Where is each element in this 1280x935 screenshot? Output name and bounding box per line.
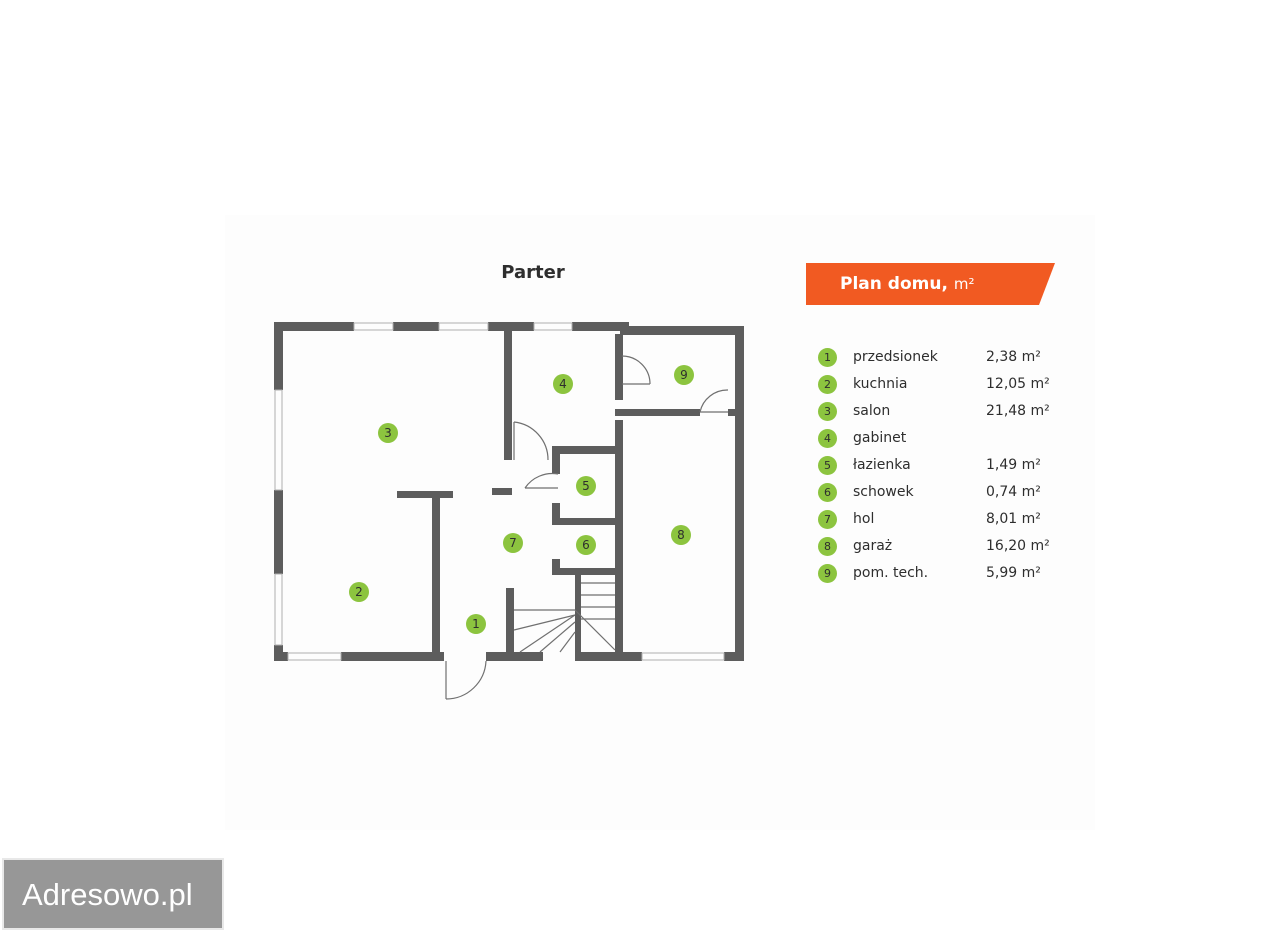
svg-text:3: 3 [384,426,392,440]
legend-item-area: 8,01 m² [986,511,1041,527]
windows [274,322,725,661]
legend-item-name: pom. tech. [853,565,929,581]
legend-item: 7 hol 8,01 m² [818,509,1050,536]
svg-text:2: 2 [355,585,363,599]
legend-banner [806,263,1055,305]
legend-item-marker: 3 [818,402,837,421]
svg-text:1: 1 [472,617,480,631]
room-marker-7: 7 [503,533,523,553]
svg-text:4: 4 [559,377,567,391]
legend-item-area: 5,99 m² [986,565,1041,581]
watermark-text: Adresowo.pl [22,877,193,912]
watermark-badge: Adresowo.pl [2,858,224,930]
legend-item: 8 garaż 16,20 m² [818,536,1050,563]
legend-item-name: schowek [853,484,914,500]
legend-item-area: 2,38 m² [986,349,1041,365]
room-marker-2: 2 [349,582,369,602]
svg-text:6: 6 [582,538,590,552]
room-marker-1: 1 [466,614,486,634]
legend-item: 2 kuchnia 12,05 m² [818,374,1050,401]
legend-item-area: 21,48 m² [986,403,1050,419]
legend-item-area: 0,74 m² [986,484,1041,500]
legend-list: 1 przedsionek 2,38 m² 2 kuchnia 12,05 m²… [818,347,1050,590]
svg-text:9: 9 [680,368,688,382]
legend-unit: m² [953,275,975,293]
room-marker-5: 5 [576,476,596,496]
legend-item: 4 gabinet [818,428,1050,455]
legend-item: 6 schowek 0,74 m² [818,482,1050,509]
svg-text:7: 7 [509,536,517,550]
legend-item-area: 12,05 m² [986,376,1050,392]
room-marker-8: 8 [671,525,691,545]
legend-item: 9 pom. tech. 5,99 m² [818,563,1050,590]
room-marker-3: 3 [378,423,398,443]
floor-title: Parter [501,262,565,283]
legend-item-area: 16,20 m² [986,538,1050,554]
legend-item-marker: 8 [818,537,837,556]
legend-title-text: Plan domu, [840,274,948,294]
legend-item-name: hol [853,511,875,527]
legend-item: 3 salon 21,48 m² [818,401,1050,428]
legend-item-name: garaż [853,538,893,554]
room-marker-6: 6 [576,535,596,555]
legend-item-name: kuchnia [853,376,908,392]
legend-item-marker: 7 [818,510,837,529]
legend-item-area: 1,49 m² [986,457,1041,473]
legend-item: 1 przedsionek 2,38 m² [818,347,1050,374]
doors [445,355,729,700]
svg-text:5: 5 [582,479,590,493]
legend-item-name: przedsionek [853,349,938,365]
legend-item-marker: 5 [818,456,837,475]
legend-item-name: salon [853,403,891,419]
legend-item-name: gabinet [853,430,907,446]
legend-title: Plan domu, m² [840,274,974,294]
legend-item-marker: 4 [818,429,837,448]
svg-text:8: 8 [677,528,685,542]
legend-item-marker: 2 [818,375,837,394]
legend-item-marker: 9 [818,564,837,583]
legend-item-marker: 6 [818,483,837,502]
room-marker-4: 4 [553,374,573,394]
room-markers: 1 2 3 4 5 6 7 8 9 [349,365,694,634]
legend-item: 5 łazienka 1,49 m² [818,455,1050,482]
legend-item-marker: 1 [818,348,837,367]
room-marker-9: 9 [674,365,694,385]
legend-item-name: łazienka [853,457,911,473]
floor-plan-sheet [225,215,1095,830]
walls [274,322,744,661]
